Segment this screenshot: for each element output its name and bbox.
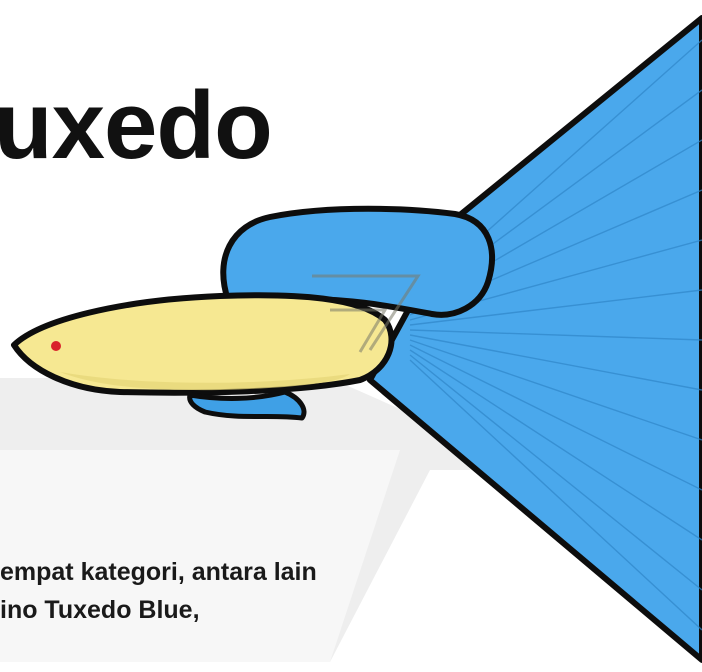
anal-fin xyxy=(187,389,307,421)
body-paragraph: empat kategori, antara lain ino Tuxedo B… xyxy=(0,553,317,629)
fish-body xyxy=(11,292,395,396)
gray-band-light xyxy=(0,450,400,662)
page-title: uxedo xyxy=(0,72,273,179)
body-overlay-shape xyxy=(312,274,421,353)
dorsal-fin xyxy=(220,205,495,318)
fish-belly-shade xyxy=(60,372,350,391)
body-line-1: empat kategori, antara lain xyxy=(0,558,317,586)
tail-fin xyxy=(367,15,702,663)
fish-eye xyxy=(51,341,61,351)
body-line-2: ino Tuxedo Blue, xyxy=(0,596,200,624)
